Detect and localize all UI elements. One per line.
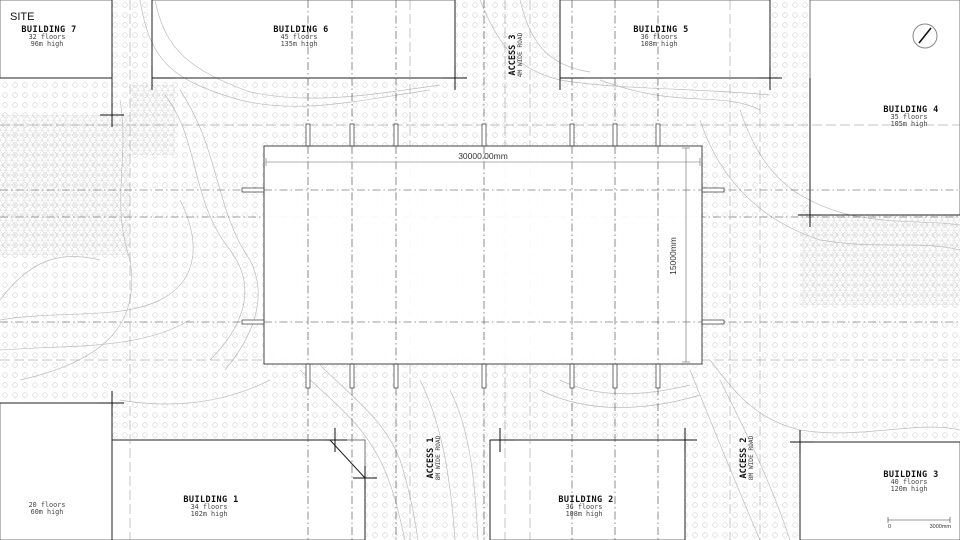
scale-bar: 0 3000mm	[887, 517, 952, 530]
access-labels: ACCESS 3 4M WIDE ROAD ACCESS 1 8M WIDE R…	[426, 32, 755, 480]
building-1-label: BUILDING 1 34 floors 102m high	[183, 495, 238, 518]
svg-text:34 floors: 34 floors	[191, 503, 228, 511]
dimension-lines	[265, 147, 701, 363]
access-2-label: ACCESS 2 8M WIDE ROAD	[739, 435, 755, 480]
svg-text:96m high: 96m high	[31, 40, 64, 48]
svg-text:120m high: 120m high	[891, 485, 928, 493]
access-3-label: ACCESS 3 4M WIDE ROAD	[508, 32, 524, 77]
svg-text:ACCESS 1: ACCESS 1	[426, 438, 436, 479]
svg-text:BUILDING 4: BUILDING 4	[883, 105, 938, 115]
height-dimension-label: 15000mm	[668, 237, 678, 275]
svg-text:ACCESS 3: ACCESS 3	[508, 35, 518, 76]
svg-text:135m high: 135m high	[281, 40, 318, 48]
width-dimension-label: 30000.00mm	[458, 151, 508, 161]
svg-text:4M WIDE ROAD: 4M WIDE ROAD	[517, 32, 524, 77]
svg-text:8M WIDE ROAD: 8M WIDE ROAD	[435, 435, 442, 480]
svg-text:20 floors: 20 floors	[29, 501, 66, 509]
building-2-label: BUILDING 2 36 floors 108m high	[558, 495, 613, 518]
svg-text:BUILDING 1: BUILDING 1	[183, 495, 238, 505]
proposed-building: 30000.00mm 15000mm	[263, 145, 703, 365]
unnamed-building-footprint	[0, 402, 113, 540]
svg-text:108m high: 108m high	[641, 40, 678, 48]
page-title: SITE	[10, 11, 34, 23]
unnamed-building-label: 20 floors 60m high	[29, 501, 66, 516]
building-2-footprint	[489, 439, 686, 540]
svg-text:45 floors: 45 floors	[281, 33, 318, 41]
anchor-piles	[241, 123, 725, 389]
building-6-label: BUILDING 6 45 floors 135m high	[273, 25, 328, 48]
svg-text:35 floors: 35 floors	[891, 113, 928, 121]
svg-text:36 floors: 36 floors	[641, 33, 678, 41]
building-3-footprint	[799, 441, 960, 540]
svg-text:60m high: 60m high	[31, 508, 64, 516]
building-1-footprint	[111, 439, 366, 540]
svg-text:108m high: 108m high	[566, 510, 603, 518]
building-7-label: BUILDING 7 32 floors 96m high	[21, 25, 76, 48]
scale-bar-start: 0	[888, 524, 891, 530]
building-6-footprint	[151, 0, 456, 79]
building-4-label: BUILDING 4 35 floors 105m high	[883, 105, 938, 128]
grid-markers	[100, 66, 822, 490]
svg-text:32 floors: 32 floors	[29, 33, 66, 41]
building-labels: BUILDING 7 32 floors 96m high BUILDING 6…	[21, 25, 938, 518]
access-1-label: ACCESS 1 8M WIDE ROAD	[426, 435, 442, 480]
building-5-label: BUILDING 5 36 floors 108m high	[633, 25, 688, 48]
svg-text:BUILDING 3: BUILDING 3	[883, 470, 938, 480]
svg-text:102m high: 102m high	[191, 510, 228, 518]
svg-text:BUILDING 7: BUILDING 7	[21, 25, 76, 35]
svg-text:BUILDING 6: BUILDING 6	[273, 25, 328, 35]
north-arrow-icon	[912, 23, 938, 49]
svg-text:105m high: 105m high	[891, 120, 928, 128]
svg-text:40 floors: 40 floors	[891, 478, 928, 486]
svg-text:8M WIDE ROAD: 8M WIDE ROAD	[748, 435, 755, 480]
svg-text:BUILDING 5: BUILDING 5	[633, 25, 688, 35]
svg-text:36 floors: 36 floors	[566, 503, 603, 511]
building-3-label: BUILDING 3 40 floors 120m high	[883, 470, 938, 493]
svg-text:ACCESS 2: ACCESS 2	[739, 438, 749, 479]
scale-bar-end: 3000mm	[930, 524, 952, 530]
svg-text:BUILDING 2: BUILDING 2	[558, 495, 613, 505]
